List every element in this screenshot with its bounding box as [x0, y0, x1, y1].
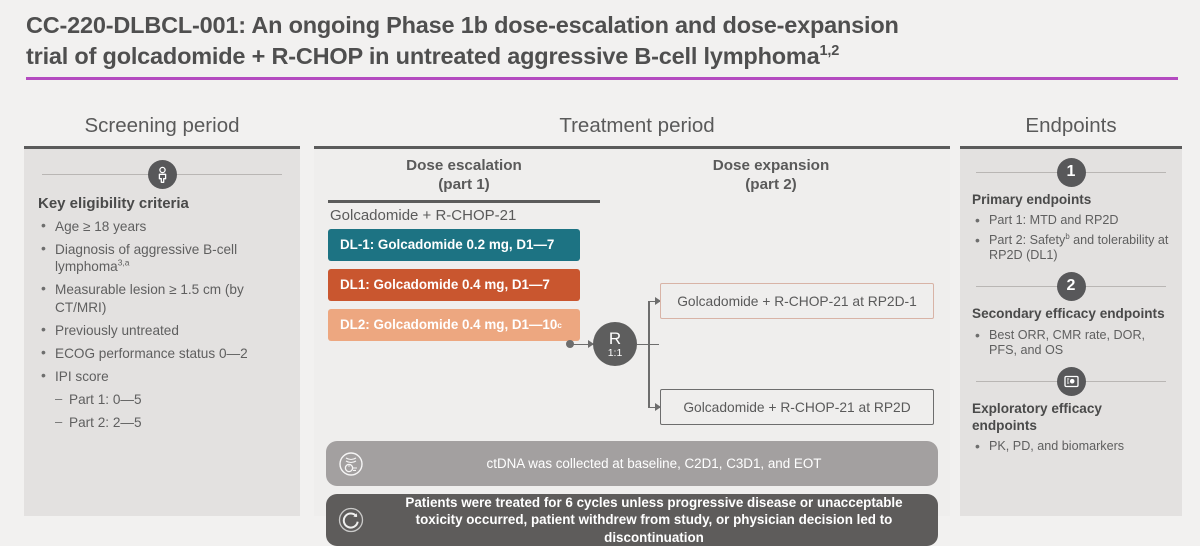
screening-icon-divider	[38, 155, 286, 193]
dose-level-label: DL1: Golcadomide 0.4 mg, D1—7	[340, 277, 550, 293]
expansion-arm-rp2d-minus-1[interactable]: Golcadomide + R-CHOP-21 at RP2D-1	[660, 283, 934, 319]
criterion-text: Measurable lesion ≥ 1.5 cm (by CT/MRI)	[55, 282, 244, 315]
eligibility-section-title: Key eligibility criteria	[38, 195, 189, 212]
criterion-text: IPI score	[55, 368, 109, 384]
treatment-column: Treatment period Dose escalation (part 1…	[300, 112, 960, 546]
endpoint-text: Part 2: Safety	[989, 232, 1066, 247]
flow-arrow-to-randomization	[588, 340, 594, 348]
flow-line-vertical-split	[648, 301, 650, 407]
microscope-slide-icon	[1056, 366, 1086, 396]
list-item: IPI score	[38, 367, 286, 385]
list-item: Best ORR, CMR rate, DOR, PFS, and OS	[972, 327, 1170, 359]
secondary-endpoints-divider: 2	[972, 267, 1170, 305]
list-item: PK, PD, and biomarkers	[972, 438, 1170, 455]
dose-level-box-dl1[interactable]: DL1: Golcadomide 0.4 mg, D1—7	[328, 268, 580, 301]
title-reference-sup: 1,2	[819, 42, 840, 59]
list-item: ECOG performance status 0—2	[38, 344, 286, 362]
flow-origin-dot	[566, 340, 574, 348]
number-two-icon: 2	[1056, 271, 1086, 301]
page-title: CC-220-DLBCL-001: An ongoing Phase 1b do…	[26, 10, 1174, 71]
screening-column: Screening period Key eligibility criteri…	[0, 112, 300, 516]
endpoint-text-after: and tolerability at RP2D (DL1)	[989, 232, 1169, 263]
expansion-arm-label: Golcadomide + R-CHOP-21 at RP2D	[683, 399, 911, 415]
dose-escalation-subtitle: Golcadomide + R-CHOP-21	[330, 206, 517, 224]
endpoint-text: Part 1: MTD and RP2D	[989, 213, 1119, 228]
cycle-arrows-icon	[336, 505, 366, 535]
dose-level-box-dl-minus-1[interactable]: DL-1: Golcadomide 0.2 mg, D1—7	[328, 228, 580, 261]
dose-escalation-heading: Dose escalation (part 1)	[328, 149, 600, 194]
screening-panel: Key eligibility criteria Age ≥ 18 years …	[24, 146, 300, 516]
screening-heading: Screening period	[84, 114, 240, 137]
criterion-text: Diagnosis of aggressive B-cell lymphoma	[55, 242, 238, 275]
randomization-node: R 1:1	[593, 322, 637, 366]
secondary-endpoints-title: Secondary efficacy endpoints	[972, 306, 1165, 322]
eligibility-criteria-list: Age ≥ 18 years Diagnosis of aggressive B…	[38, 217, 286, 431]
ctdna-collection-text: ctDNA was collected at baseline, C2D1, C…	[486, 455, 822, 471]
list-item: Part 1: 0—5	[38, 391, 286, 408]
treatment-panel: Dose escalation (part 1) Dose expansion …	[314, 146, 950, 546]
list-item: Part 1: MTD and RP2D	[972, 212, 1170, 229]
list-item: Measurable lesion ≥ 1.5 cm (by CT/MRI)	[38, 280, 286, 315]
dose-expansion-heading-line2: (part 2)	[745, 175, 797, 193]
endpoint-text: Best ORR, CMR rate, DOR, PFS, and OS	[989, 327, 1146, 358]
primary-endpoints-list: Part 1: MTD and RP2D Part 2: Safetyb and…	[972, 212, 1170, 264]
flow-line-branch-top	[648, 300, 660, 303]
endpoints-heading: Endpoints	[1025, 114, 1117, 137]
title-underline-rule	[26, 77, 1178, 80]
criterion-sup: 3,a	[117, 257, 130, 268]
endpoints-column: Endpoints 1 Primary endpoints Part 1: MT…	[960, 112, 1200, 516]
person-icon	[147, 159, 177, 189]
ctdna-collection-bar: ctDNA was collected at baseline, C2D1, C…	[326, 441, 938, 486]
exploratory-endpoints-list: PK, PD, and biomarkers	[972, 438, 1170, 455]
randomization-ratio: 1:1	[607, 346, 623, 359]
flow-arrow-branch-bottom	[655, 403, 661, 411]
expansion-arm-label: Golcadomide + R-CHOP-21 at RP2D-1	[677, 293, 917, 309]
criterion-text: Part 2: 2—5	[69, 415, 142, 431]
treatment-heading: Treatment period	[559, 114, 715, 137]
dose-level-label: DL-1: Golcadomide 0.2 mg, D1—7	[340, 237, 555, 253]
flow-line-to-randomization	[572, 343, 594, 346]
endpoints-panel: 1 Primary endpoints Part 1: MTD and RP2D…	[960, 146, 1182, 516]
title-line-2: trial of golcadomide + R-CHOP in untreat…	[26, 42, 820, 69]
primary-endpoints-title: Primary endpoints	[972, 192, 1092, 207]
criterion-text: Previously untreated	[55, 322, 179, 338]
treatment-cycles-text: Patients were treated for 6 cycles unles…	[405, 494, 903, 545]
title-line-1: CC-220-DLBCL-001: An ongoing Phase 1b do…	[26, 12, 899, 38]
endpoint-text: PK, PD, and biomarkers	[989, 439, 1125, 454]
dose-escalation-rule	[328, 200, 600, 203]
dna-sample-icon	[336, 449, 366, 479]
treatment-subheadings: Dose escalation (part 1) Dose expansion …	[314, 149, 950, 194]
criterion-text: Age ≥ 18 years	[55, 219, 147, 234]
list-item: Previously untreated	[38, 321, 286, 339]
list-item: Age ≥ 18 years	[38, 217, 286, 235]
criterion-text: ECOG performance status 0—2	[55, 345, 248, 361]
primary-endpoints-divider: 1	[972, 153, 1170, 191]
flow-line-branch-bottom	[648, 406, 660, 409]
flow-arrow-branch-top	[655, 297, 661, 305]
treatment-cycles-bar: Patients were treated for 6 cycles unles…	[326, 494, 938, 546]
exploratory-endpoints-divider	[972, 362, 1170, 400]
expansion-arm-rp2d[interactable]: Golcadomide + R-CHOP-21 at RP2D	[660, 389, 934, 425]
dose-escalation-heading-line1: Dose escalation	[406, 157, 522, 174]
dose-expansion-heading-line1: Dose expansion	[712, 157, 830, 174]
list-item: Part 2: Safetyb and tolerability at RP2D…	[972, 231, 1170, 264]
endpoint-sup: b	[1065, 231, 1070, 241]
randomization-letter: R	[608, 328, 622, 348]
list-item: Part 2: 2—5	[38, 414, 286, 431]
criterion-text: Part 1: 0—5	[69, 392, 142, 407]
dose-escalation-heading-line2: (part 1)	[438, 175, 490, 193]
title-block: CC-220-DLBCL-001: An ongoing Phase 1b do…	[0, 0, 1200, 80]
list-item: Diagnosis of aggressive B-cell lymphoma3…	[38, 240, 286, 275]
dose-level-label: DL2: Golcadomide 0.4 mg, D1—10	[340, 317, 558, 333]
dose-expansion-heading: Dose expansion (part 2)	[606, 149, 936, 194]
main-columns: Screening period Key eligibility criteri…	[0, 112, 1200, 546]
exploratory-endpoints-title: Exploratory efficacy endpoints	[972, 401, 1102, 433]
number-one-icon: 1	[1056, 157, 1086, 187]
secondary-endpoints-list: Best ORR, CMR rate, DOR, PFS, and OS	[972, 327, 1170, 359]
